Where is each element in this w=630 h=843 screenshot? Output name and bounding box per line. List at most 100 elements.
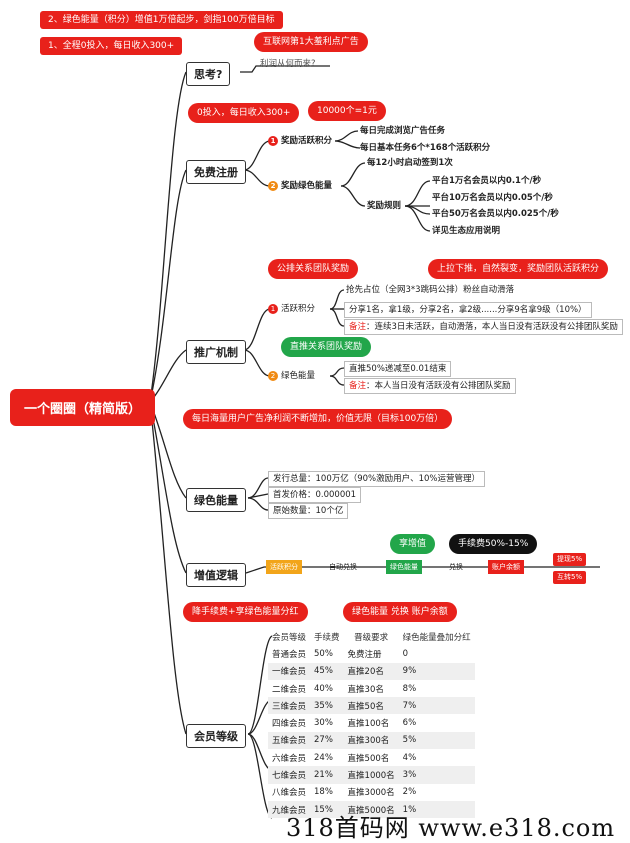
green-energy-total: 发行总量：100万亿（90%激励用户、10%运营管理） — [268, 471, 486, 487]
green-energy-line-1: 直推50%递减至0.01结束 — [344, 361, 452, 377]
active-points-note: 备注：连续3日未活跃，自动滑落，本人当日没有活跃没有公排团队奖励 — [344, 319, 623, 335]
flow-auto-exchange: 自动兑换 — [329, 563, 357, 571]
think-node[interactable]: 思考? — [186, 62, 231, 86]
think-bubble: 互联网第1大羞利点广告 — [254, 32, 368, 52]
fission-bubble: 上拉下推，自然裂变，奖励团队活跃积分 — [428, 259, 609, 279]
fee-bubble: 手续费50%-15% — [449, 534, 538, 554]
cell-dividend: 2% — [402, 787, 417, 798]
number-badge: 2 — [268, 180, 278, 191]
cell-fee: 21% — [310, 766, 344, 784]
cell-fee: 15% — [310, 800, 344, 819]
cell-fee: 45% — [310, 662, 344, 680]
cell-level: 五维会员 — [268, 731, 311, 750]
green-energy-node[interactable]: 绿色能量 — [186, 488, 246, 512]
reward-rule-4: 详见生态应用说明 — [432, 226, 501, 236]
header-requirement: 晋级要求 — [354, 632, 389, 643]
reward-active-item-2: 每日基本任务6个*168个活跃积分 — [360, 143, 491, 153]
top-banner-goal: 2、绿色能量（积分）增值1万倍起步，剑指100万倍目标 — [40, 11, 283, 29]
direct-reward-bubble: 直推关系团队奖励 — [281, 337, 372, 357]
cell-fee: 27% — [310, 731, 344, 750]
transfer-chip: 互转5% — [553, 571, 587, 584]
flow-green-energy: 绿色能量 — [386, 560, 422, 574]
member-exchange-bubble: 绿色能量 兑换 账户余额 — [343, 602, 457, 622]
header-dividend: 绿色能量叠加分红 — [402, 632, 471, 643]
green-energy-original: 原始数量：10个亿 — [268, 503, 349, 519]
value-logic-node[interactable]: 增值逻辑 — [186, 563, 246, 587]
reward-rule-1: 平台1万名会员以内0.1个/秒 — [432, 176, 542, 186]
number-badge: 1 — [268, 135, 278, 146]
enjoy-value-bubble: 享增值 — [390, 534, 436, 554]
table-row: 八维会员 18% 直推3000名 2% — [268, 784, 475, 801]
table-header-row: 会员等级 手续费 晋级要求 绿色能量叠加分红 — [268, 628, 475, 645]
member-level-node[interactable]: 会员等级 — [186, 724, 246, 748]
reward-rule-2: 平台10万名会员以内0.05个/秒 — [432, 193, 553, 203]
reward-green-item: 每12小时启动签到1次 — [367, 158, 453, 168]
cell-requirement: 直推1000名 — [343, 766, 399, 784]
cell-requirement: 直推20名 — [343, 662, 399, 680]
promotion-node[interactable]: 推广机制 — [186, 340, 246, 364]
cell-dividend: 5% — [398, 731, 475, 750]
cell-fee: 35% — [310, 697, 344, 715]
number-badge: 2 — [268, 370, 278, 381]
cell-level: 三维会员 — [268, 697, 311, 715]
cell-dividend: 8% — [402, 683, 417, 694]
table-row: 六维会员 24% 直推500名 4% — [268, 749, 475, 766]
free-register-node[interactable]: 免费注册 — [186, 160, 246, 184]
reward-rule-3: 平台50万名会员以内0.025个/秒 — [432, 209, 559, 219]
cell-fee: 18% — [314, 787, 333, 798]
cell-dividend: 3% — [398, 766, 475, 784]
green-energy-price: 首发价格：0.000001 — [268, 487, 362, 503]
header-fee: 手续费 — [314, 632, 340, 643]
think-note: 利润从何而来? — [260, 59, 316, 69]
flow-exchange: 兑换 — [449, 563, 463, 571]
cell-fee: 40% — [314, 683, 333, 694]
cell-fee: 50% — [314, 648, 333, 659]
cell-dividend: 7% — [398, 697, 475, 715]
root-node[interactable]: 一个圈圈（精简版） — [10, 389, 156, 426]
flow-active-points: 活跃积分 — [266, 560, 302, 574]
cell-level: 一维会员 — [268, 662, 311, 680]
member-benefit-bubble: 降手续费+享绿色能量分红 — [183, 602, 308, 622]
cell-level: 六维会员 — [272, 753, 307, 764]
cell-level: 九维会员 — [268, 800, 311, 819]
cell-level: 四维会员 — [272, 719, 307, 730]
cell-level: 八维会员 — [272, 788, 307, 799]
cell-requirement: 直推3000名 — [347, 788, 395, 799]
cell-level: 二维会员 — [272, 684, 307, 695]
cell-requirement: 直推5000名 — [343, 800, 399, 819]
active-points-line-2: 分享1名，拿1级，分享2名，拿2级......分享9名拿9级（10%） — [344, 302, 592, 318]
withdraw-chip: 提现5% — [553, 553, 587, 566]
cell-level: 普通会员 — [272, 649, 307, 660]
header-level: 会员等级 — [272, 632, 307, 643]
cell-dividend: 1% — [398, 800, 475, 819]
team-reward-bubble: 公排关系团队奖励 — [268, 259, 359, 279]
cell-level: 七维会员 — [268, 766, 311, 784]
top-banner-income: 1、全程0投入，每日收入300+ — [40, 37, 183, 55]
cell-requirement: 直推500名 — [347, 753, 390, 764]
number-badge: 1 — [268, 303, 278, 314]
reward-rules-label[interactable]: 奖励规则 — [367, 201, 402, 211]
active-points-line-1: 抢先占位（全网3*3跳码公排）粉丝自动滑落 — [346, 285, 515, 295]
cell-dividend: 6% — [402, 718, 417, 729]
cell-fee: 24% — [314, 752, 333, 763]
green-energy-value-bubble: 每日海量用户广告净利润不断增加，价值无限（目标100万倍） — [183, 409, 453, 429]
flow-account-balance: 账户余额 — [488, 560, 524, 574]
cell-requirement: 直推300名 — [343, 731, 399, 750]
cell-requirement: 直推100名 — [347, 719, 390, 730]
cell-dividend: 4% — [402, 752, 417, 763]
site-watermark: 318首码网 www.e318.com — [286, 814, 616, 842]
